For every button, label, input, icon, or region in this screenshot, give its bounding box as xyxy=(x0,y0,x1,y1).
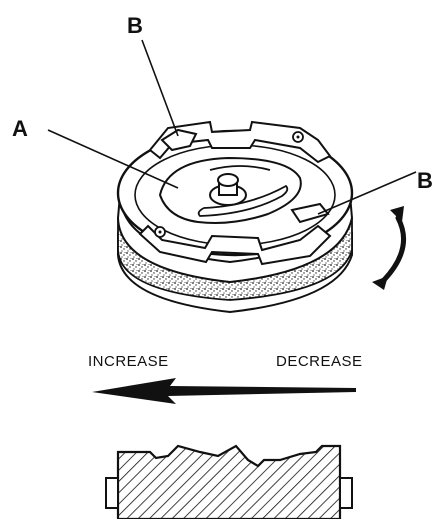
cross-section xyxy=(105,444,353,519)
castellation-front xyxy=(138,224,332,266)
callout-b-top: B xyxy=(127,13,143,38)
screw-right-dot xyxy=(296,135,300,139)
center-hub-cap xyxy=(217,173,239,187)
left-arrow-icon xyxy=(92,378,356,404)
tab-b-right xyxy=(290,202,330,224)
cross-section-body xyxy=(116,444,342,519)
leader-a xyxy=(47,129,179,189)
callout-b-right: B xyxy=(417,168,433,193)
castellation-top xyxy=(148,120,332,164)
leader-b-top xyxy=(141,39,179,137)
curved-double-arrow-icon xyxy=(372,206,407,290)
decrease-label: DECREASE xyxy=(276,353,363,370)
spring-slot xyxy=(197,184,289,217)
tab-b-top xyxy=(160,128,198,152)
callout-a: A xyxy=(12,116,28,141)
increase-label: INCREASE xyxy=(88,353,169,370)
leader-b-right xyxy=(317,171,417,215)
cross-section-left-lip xyxy=(105,477,119,509)
screw-left-dot xyxy=(158,230,162,234)
cross-section-right-lip xyxy=(339,477,353,509)
spring-slot-upper xyxy=(209,165,271,171)
balance-wheel xyxy=(116,120,354,314)
